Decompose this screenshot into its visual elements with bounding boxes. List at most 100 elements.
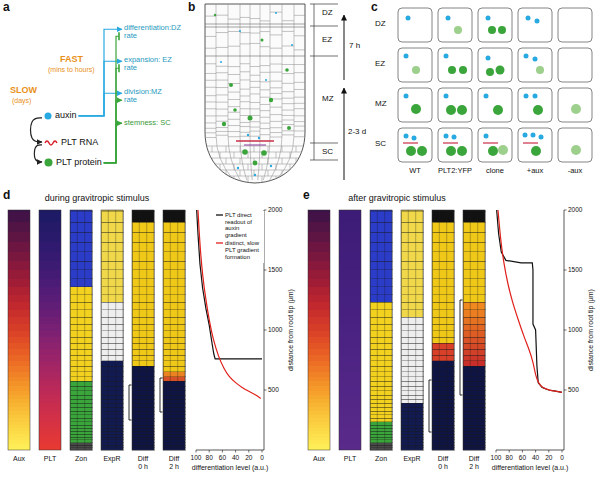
cell-box <box>398 128 432 162</box>
cell-row <box>432 391 454 395</box>
cell-row <box>432 232 454 242</box>
cell-row <box>163 317 185 324</box>
cell-row <box>8 343 30 349</box>
cell-row <box>70 381 92 386</box>
cell-wall <box>240 101 250 102</box>
cell-row <box>432 331 454 337</box>
stem-cell-niche <box>443 142 458 143</box>
cell-row <box>308 422 330 425</box>
cell-wall <box>282 130 294 131</box>
cell-row <box>432 212 454 223</box>
cell-wall <box>250 18 260 19</box>
cell-row <box>370 302 392 309</box>
cell-row <box>132 440 154 443</box>
cell-wall <box>270 93 282 94</box>
condition-label: WT <box>409 167 421 175</box>
axis-tick <box>562 450 563 453</box>
cell-row <box>339 317 361 324</box>
cell-row <box>463 361 485 366</box>
cell-box <box>398 48 432 82</box>
cell-row <box>339 431 361 434</box>
cell-row <box>70 411 92 415</box>
cell-row <box>163 443 185 446</box>
cell-row <box>70 232 92 242</box>
rna-wave <box>45 141 57 145</box>
cell-wall <box>216 32 228 33</box>
cell-row <box>101 415 123 419</box>
cell-wall <box>294 89 305 90</box>
cell-row <box>8 425 30 428</box>
cell-row <box>432 386 454 391</box>
cell-row <box>163 279 185 287</box>
cell-row <box>163 418 185 421</box>
cell-row <box>163 349 185 355</box>
cell-file <box>439 210 440 450</box>
cell-row <box>370 295 392 303</box>
cell-row <box>101 437 123 440</box>
cell-row <box>339 212 361 223</box>
cell-wall <box>228 66 240 67</box>
cell-row <box>401 270 423 279</box>
cell-row <box>39 411 61 415</box>
cell-row <box>432 395 454 399</box>
tick-label: 60 <box>219 454 226 461</box>
cell-row <box>463 381 485 386</box>
cell-wall <box>282 110 294 111</box>
cell-wall <box>205 132 216 133</box>
cell-file <box>228 4 240 180</box>
cell-row <box>432 440 454 443</box>
plt-dot <box>214 14 216 16</box>
panel-title: after gravitropic stimulus <box>348 194 446 204</box>
cell-row <box>308 252 330 261</box>
columella-wall <box>226 146 227 152</box>
cell-row <box>370 377 392 382</box>
cell-row <box>163 343 185 349</box>
cell-row <box>339 310 361 317</box>
cell-row <box>370 422 392 425</box>
cell-row <box>401 331 423 337</box>
cell-row <box>163 437 185 440</box>
tick-label: 500 <box>268 386 279 393</box>
cell-row <box>308 343 330 349</box>
cell-row <box>432 437 454 440</box>
cell-row <box>132 295 154 303</box>
marker-dot <box>444 134 449 139</box>
cell-wall <box>250 87 260 88</box>
cell-row <box>39 386 61 391</box>
marker-dot <box>571 145 581 155</box>
cell-row <box>70 403 92 407</box>
cell-row <box>432 270 454 279</box>
columella-wall <box>212 170 213 176</box>
cell-wall <box>216 87 228 88</box>
cell-row <box>308 418 330 421</box>
columella-wall <box>212 146 213 152</box>
cell-file <box>139 210 140 450</box>
marker-dot <box>417 146 427 156</box>
cell-wall <box>294 103 305 104</box>
cell-row <box>8 386 30 391</box>
columella-wall <box>205 146 305 147</box>
zone-label: MZ <box>375 100 387 109</box>
marker-dot <box>444 54 449 59</box>
cell-file <box>115 210 116 450</box>
cell-row <box>432 261 454 270</box>
legend-line <box>216 214 223 215</box>
cell-row <box>101 431 123 434</box>
cell-row <box>101 222 123 232</box>
cell-row <box>101 422 123 425</box>
cell-row <box>370 317 392 324</box>
cell-row <box>101 287 123 295</box>
plt-dot <box>222 122 226 126</box>
cell-row <box>8 411 30 415</box>
cell-row <box>432 428 454 431</box>
cell-wall <box>228 131 240 132</box>
cell-box <box>438 8 472 42</box>
cell-wall <box>216 102 228 103</box>
cell-row <box>132 343 154 349</box>
column-label: Diff 0 h <box>436 455 451 470</box>
cell-wall <box>216 94 228 95</box>
cell-wall <box>228 31 240 32</box>
cell-row <box>401 242 423 252</box>
cell-row <box>308 279 330 287</box>
cell-row <box>70 445 92 447</box>
